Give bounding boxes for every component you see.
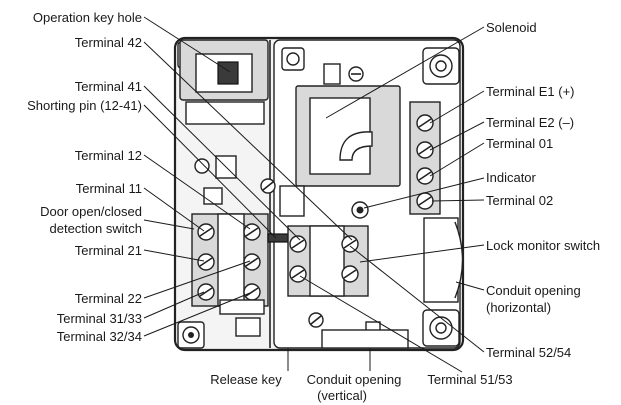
mount-screw-bottom-left (177, 321, 205, 349)
screw-icon (197, 283, 215, 301)
screw-icon (416, 141, 434, 159)
screw-icon (289, 265, 307, 283)
label-terminal-e1: Terminal E1 (+) (486, 84, 575, 99)
label-terminal-02: Terminal 02 (486, 193, 553, 208)
label-conduit-horizontal-line2: (horizontal) (486, 300, 551, 315)
mount-screw-top-right (422, 47, 460, 85)
screw-icon (243, 253, 261, 271)
screw-icon (341, 265, 359, 283)
screw-icon (416, 192, 434, 210)
screw-icon (243, 283, 261, 301)
switch-body (173, 36, 465, 352)
screw-icon (197, 253, 215, 271)
label-terminal-01: Terminal 01 (486, 136, 553, 151)
screw-icon (289, 235, 307, 253)
operation-key-hole (179, 39, 269, 125)
label-conduit-horizontal-line1: Conduit opening (486, 283, 581, 298)
conduit-opening-vertical (321, 329, 409, 349)
label-terminal-42: Terminal 42 (75, 35, 142, 50)
screw-icon (341, 235, 359, 253)
label-indicator: Indicator (486, 170, 537, 185)
label-door-switch-line1: Door open/closed (40, 204, 142, 219)
lock-monitor-switch (287, 225, 369, 297)
label-terminal-31-33: Terminal 31/33 (57, 311, 142, 326)
label-terminal-32-34: Terminal 32/34 (57, 329, 142, 344)
shorting-pin (267, 233, 289, 243)
label-lock-monitor-switch: Lock monitor switch (486, 238, 600, 253)
door-detection-switch (191, 213, 269, 307)
label-terminal-22: Terminal 22 (75, 291, 142, 306)
mount-screw-bottom-right (422, 309, 460, 347)
conduit-opening-horizontal (423, 217, 464, 303)
label-terminal-11: Terminal 11 (76, 181, 142, 196)
label-conduit-vertical-line1: Conduit opening (307, 372, 402, 387)
right-terminal-block (409, 101, 441, 215)
label-conduit-vertical-line2: (vertical) (317, 388, 367, 403)
small-screw-top-middle (281, 47, 305, 71)
label-terminal-41: Terminal 41 (75, 79, 142, 94)
label-terminal-e2: Terminal E2 (–) (486, 115, 574, 130)
solenoid (295, 63, 401, 187)
release-key (219, 299, 265, 315)
label-solenoid: Solenoid (486, 20, 537, 35)
label-terminal-52-54: Terminal 52/54 (486, 345, 571, 360)
label-terminal-21: Terminal 21 (75, 243, 142, 258)
label-terminal-12: Terminal 12 (75, 148, 142, 163)
label-door-switch-line2: detection switch (50, 221, 143, 236)
leader-lines (143, 16, 485, 373)
label-release-key: Release key (210, 372, 282, 387)
indicator-lamp-icon (351, 201, 369, 219)
screw-icon (197, 223, 215, 241)
label-shorting-pin: Shorting pin (12-41) (27, 98, 142, 113)
screw-icon (416, 114, 434, 132)
screw-icon (416, 167, 434, 185)
label-operation-key-hole: Operation key hole (33, 10, 142, 25)
label-terminal-51-53: Terminal 51/53 (427, 372, 512, 387)
